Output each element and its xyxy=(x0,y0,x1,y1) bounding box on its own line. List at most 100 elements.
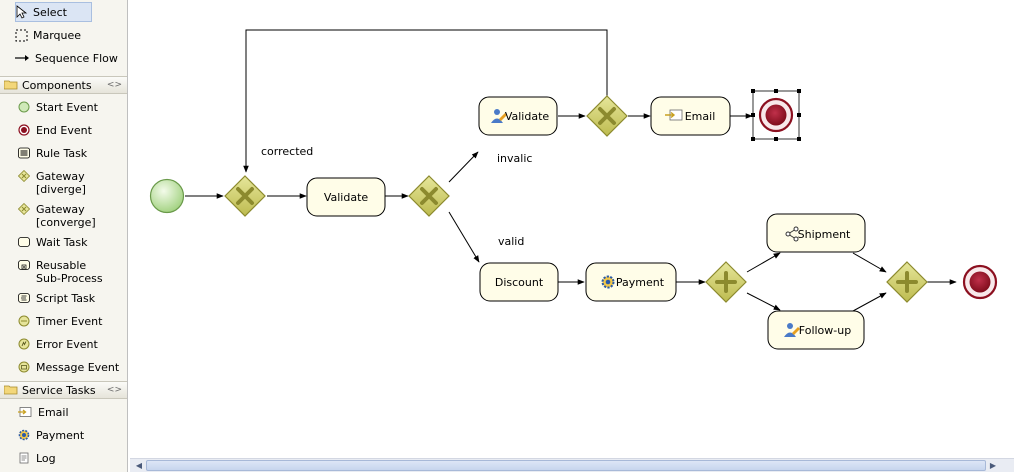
folder-icon xyxy=(4,385,18,395)
palette-item-label: Message Event xyxy=(36,361,120,374)
palette-item-message-event[interactable]: Message Event xyxy=(18,361,119,374)
palette-item-timer-event[interactable]: Timer Event xyxy=(18,315,102,328)
arrow-right-icon xyxy=(15,55,29,61)
palette-item-label: Reusable Sub-Process xyxy=(36,259,103,285)
collapse-arrows-icon[interactable]: <> xyxy=(106,80,122,90)
task-validate[interactable]: Validate xyxy=(306,177,386,217)
error-event-icon xyxy=(18,338,30,350)
palette-item-label: Log xyxy=(36,452,56,465)
sequence-flows xyxy=(185,29,957,312)
email-icon xyxy=(18,407,32,417)
task-validate-top[interactable]: Validate xyxy=(478,96,558,136)
palette-item-reusable-subprocess[interactable]: Reusable Sub-Process xyxy=(18,259,114,285)
gateway-invalid-check[interactable] xyxy=(586,95,628,137)
palette-item-label: Wait Task xyxy=(36,236,88,249)
label-invalid: invalic xyxy=(497,152,532,165)
flow-to-followup[interactable] xyxy=(746,292,781,311)
timer-event-icon xyxy=(18,315,30,327)
label-valid: valid xyxy=(498,235,524,248)
palette-item-label: Payment xyxy=(36,429,85,442)
gateway-merge[interactable] xyxy=(224,175,266,217)
flow-corrected-loop[interactable] xyxy=(243,29,608,173)
flow-to-shipment[interactable] xyxy=(746,252,781,273)
palette-item-label: Error Event xyxy=(36,338,98,351)
flow-valid[interactable] xyxy=(448,211,480,263)
palette-item-script-task[interactable]: Script Task xyxy=(18,292,95,305)
palette-item-label: Gateway [converge] xyxy=(36,203,96,229)
task-email[interactable]: Email xyxy=(650,96,731,136)
task-payment[interactable]: Payment xyxy=(585,262,677,302)
palette-item-log[interactable]: Log xyxy=(18,452,56,465)
tool-marquee-label: Marquee xyxy=(33,28,82,42)
gateway-parallel-split[interactable] xyxy=(705,261,747,303)
palette-item-error-event[interactable]: Error Event xyxy=(18,338,98,351)
flow-shipment-to-join[interactable] xyxy=(852,252,887,273)
task-shipment-label: Shipment xyxy=(798,228,851,241)
end-event-complete[interactable] xyxy=(962,264,998,300)
palette-item-gateway-diverge[interactable]: Gateway [diverge] xyxy=(18,170,96,196)
task-followup[interactable]: Follow-up xyxy=(767,310,865,350)
task-validate-label: Validate xyxy=(324,191,369,204)
task-email-label: Email xyxy=(685,110,716,123)
palette: Select Marquee Sequence Flow Components … xyxy=(0,0,128,472)
marquee-icon xyxy=(15,29,28,41)
collapse-arrows-icon[interactable]: <> xyxy=(106,385,122,395)
palette-item-label: Email xyxy=(38,406,69,419)
drawer-components-label: Components xyxy=(22,79,92,92)
palette-item-wait-task[interactable]: Wait Task xyxy=(18,236,88,249)
drawer-components[interactable]: Components <> xyxy=(0,76,127,94)
drawer-service-tasks-label: Service Tasks xyxy=(22,384,96,397)
palette-item-payment[interactable]: Payment xyxy=(18,429,84,442)
task-validate-top-label: Validate xyxy=(505,110,550,123)
task-followup-label: Follow-up xyxy=(799,324,851,337)
scrollbar-thumb[interactable] xyxy=(146,460,986,471)
palette-item-label: Timer Event xyxy=(36,315,103,328)
palette-item-gateway-converge[interactable]: Gateway [converge] xyxy=(18,203,106,229)
gateway-validation[interactable] xyxy=(408,175,450,217)
flow-followup-to-join[interactable] xyxy=(852,292,887,312)
wait-task-icon xyxy=(18,237,30,247)
palette-item-rule-task[interactable]: Rule Task xyxy=(18,147,87,160)
palette-item-end-event[interactable]: End Event xyxy=(18,124,92,137)
end-event-icon xyxy=(18,124,30,136)
palette-item-label: Rule Task xyxy=(36,147,88,160)
tool-select[interactable]: Select xyxy=(15,2,92,22)
horizontal-scrollbar[interactable]: ◀ ▶ xyxy=(130,458,1014,472)
user-task-icon xyxy=(784,323,800,337)
script-task-icon xyxy=(18,293,30,303)
scroll-right-icon[interactable]: ▶ xyxy=(989,461,997,470)
task-shipment[interactable]: Shipment xyxy=(766,213,866,253)
rule-task-icon xyxy=(18,147,30,159)
flow-invalid[interactable] xyxy=(448,151,479,183)
process-diagram: corrected invalic valid Validate Valid xyxy=(149,29,998,350)
email-icon xyxy=(665,109,683,121)
share-icon xyxy=(785,226,799,242)
tool-sequence-flow[interactable]: Sequence Flow xyxy=(15,48,118,68)
scroll-left-icon[interactable]: ◀ xyxy=(135,461,143,470)
tool-select-label: Select xyxy=(33,5,67,19)
start-event[interactable] xyxy=(149,178,185,214)
label-corrected: corrected xyxy=(261,145,313,158)
palette-item-label: Start Event xyxy=(36,101,98,114)
drawer-service-tasks[interactable]: Service Tasks <> xyxy=(0,381,127,399)
start-event-icon xyxy=(18,101,30,113)
task-discount-label: Discount xyxy=(495,276,544,289)
gateway-diverge-icon xyxy=(18,170,30,182)
end-event-invalid[interactable] xyxy=(751,89,801,141)
task-discount[interactable]: Discount xyxy=(479,262,559,302)
task-payment-label: Payment xyxy=(616,276,665,289)
gateway-converge-icon xyxy=(18,203,30,215)
gateway-parallel-join[interactable] xyxy=(886,261,928,303)
tool-sequence-flow-label: Sequence Flow xyxy=(35,51,118,65)
user-task-icon xyxy=(491,109,507,123)
diagram-canvas[interactable]: corrected invalic valid Validate Valid xyxy=(130,0,1014,458)
palette-item-label: Script Task xyxy=(36,292,96,305)
palette-item-label: End Event xyxy=(36,124,92,137)
palette-item-email[interactable]: Email xyxy=(18,406,69,419)
log-icon xyxy=(19,452,29,464)
subprocess-icon xyxy=(18,260,30,270)
palette-item-start-event[interactable]: Start Event xyxy=(18,101,98,114)
tool-marquee[interactable]: Marquee xyxy=(15,25,81,45)
message-event-icon xyxy=(18,361,30,373)
palette-item-label: Gateway [diverge] xyxy=(36,170,86,196)
